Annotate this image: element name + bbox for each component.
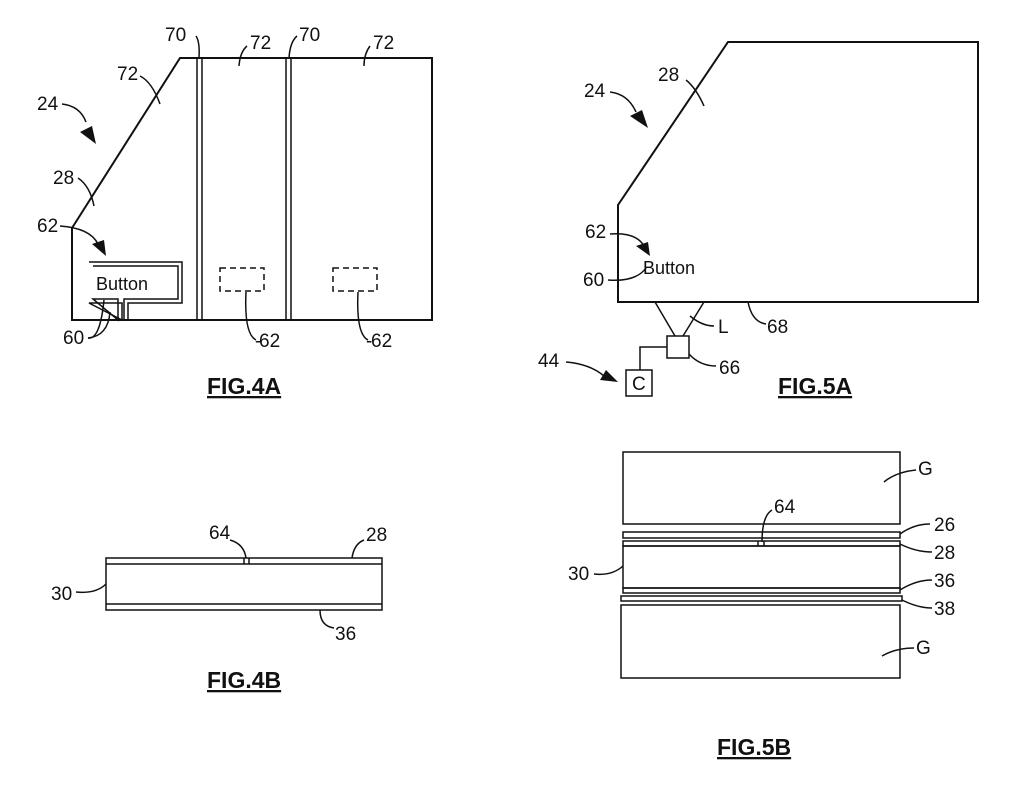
fig5a-controller-text: C	[632, 374, 646, 395]
fig4b-leader-64	[230, 540, 246, 558]
fig5a-leader-24	[610, 92, 636, 112]
fig4a-leader-72b	[364, 46, 370, 66]
fig5a-caption: FIG.5A	[778, 373, 852, 399]
fig5a-leader-66	[689, 354, 716, 366]
fig4a-ref-72b: 72	[373, 33, 394, 54]
fig5b-leader-26	[900, 524, 930, 534]
fig4a-arrowhead-62	[92, 240, 106, 256]
fig4a-ref-70b: 70	[299, 25, 320, 46]
fig5b-ref-38: 38	[934, 599, 955, 620]
fig5a-ref-L: L	[718, 317, 729, 338]
fig5a-light-left	[655, 302, 675, 336]
fig5b-caption: FIG.5B	[717, 734, 791, 760]
fig5b-leader-36	[900, 580, 932, 590]
fig5a-wire	[640, 347, 667, 370]
fig5a-ref-44: 44	[538, 351, 560, 372]
fig5b-ref-30: 30	[568, 564, 589, 585]
fig4a-leader-70b	[289, 36, 297, 58]
fig4b-ref-36: 36	[335, 624, 356, 645]
fig4a-ref-62c: 62	[371, 331, 392, 352]
fig5a-light-source-66	[667, 336, 689, 358]
fig5a-button-text: Button	[643, 258, 695, 278]
fig5b-layer-38	[621, 596, 902, 601]
fig5b-ref-36: 36	[934, 571, 955, 592]
fig5b-leader-28	[900, 544, 932, 552]
fig4a-ref-62c-dash: -	[366, 331, 372, 352]
fig5b-leader-G2	[882, 648, 914, 656]
fig5a-ref-66: 66	[719, 358, 740, 379]
fig-5b: G 64 26 28 30 36 38 G FIG.5B	[568, 452, 955, 760]
fig4a-dashed-button-right	[333, 268, 377, 291]
fig4a-leader-72a	[239, 46, 247, 66]
fig4a-ref-62b: 62	[259, 331, 280, 352]
fig5a-arrowhead-24	[630, 110, 648, 128]
fig4a-leader-28	[78, 178, 94, 206]
fig5a-ref-68: 68	[767, 317, 788, 338]
fig5b-ref-64: 64	[774, 497, 796, 518]
fig5a-leader-60	[608, 268, 646, 280]
fig5a-arrowhead-44	[600, 370, 618, 382]
fig5a-leader-62	[610, 234, 644, 246]
fig4a-dashed-button-middle	[220, 268, 264, 291]
fig5a-arrowhead-62	[636, 242, 650, 256]
fig4a-leader-72c	[140, 76, 160, 104]
fig4a-ref-60: 60	[63, 328, 84, 349]
fig5b-leader-30	[594, 566, 623, 574]
fig4b-ref-28: 28	[366, 525, 387, 546]
fig5b-glass-top	[623, 452, 900, 524]
fig4b-leader-28	[352, 540, 364, 558]
fig4a-ref-72a: 72	[250, 33, 271, 54]
fig-4a: Button 70 72 70 72 72 24 28 62 60 62 62 …	[37, 25, 432, 399]
fig-5a: Button C 28 24 62 60 L 68 66 44 FIG.5A	[538, 42, 978, 399]
fig4a-ref-24: 24	[37, 94, 59, 115]
fig4b-leader-30	[76, 584, 106, 592]
fig5b-ref-G2: G	[916, 638, 931, 659]
fig5a-ref-60: 60	[583, 270, 604, 291]
fig4a-button-text: Button	[96, 274, 148, 294]
fig4a-arrowhead-24	[80, 126, 96, 144]
fig5a-ref-28: 28	[658, 65, 679, 86]
fig5b-substrate-30	[623, 546, 900, 588]
fig4b-leader-36	[320, 610, 334, 628]
fig4a-ref-72c: 72	[117, 64, 138, 85]
fig5b-ref-26: 26	[934, 515, 955, 536]
fig4a-leader-70a	[196, 36, 199, 58]
fig4b-ref-30: 30	[51, 584, 72, 605]
fig4b-ref-64: 64	[209, 523, 231, 544]
fig4b-substrate-30	[106, 558, 382, 610]
fig5b-glass-bottom	[621, 605, 900, 678]
fig4a-leader-62	[60, 226, 98, 244]
fig4a-ref-62: 62	[37, 216, 58, 237]
fig5b-ref-G1: G	[918, 459, 933, 480]
fig5b-leader-64	[762, 510, 772, 542]
fig5b-leader-38	[902, 600, 932, 608]
fig4a-ref-70a: 70	[165, 25, 186, 46]
fig4a-caption: FIG.4A	[207, 373, 281, 399]
fig5a-leader-44	[566, 362, 604, 376]
fig5a-leader-28	[686, 80, 704, 106]
fig4a-ref-28: 28	[53, 168, 74, 189]
fig4b-caption: FIG.4B	[207, 667, 281, 693]
fig5b-layer-36	[623, 588, 900, 593]
fig5a-ref-62: 62	[585, 222, 606, 243]
fig4a-leader-24	[62, 104, 86, 122]
fig5b-ref-28: 28	[934, 543, 955, 564]
fig5a-ref-24: 24	[584, 81, 606, 102]
fig4a-ref-62b-dash: -	[255, 331, 261, 352]
fig-4b: 64 28 30 36 FIG.4B	[51, 523, 387, 693]
fig5a-leader-68	[748, 302, 766, 324]
